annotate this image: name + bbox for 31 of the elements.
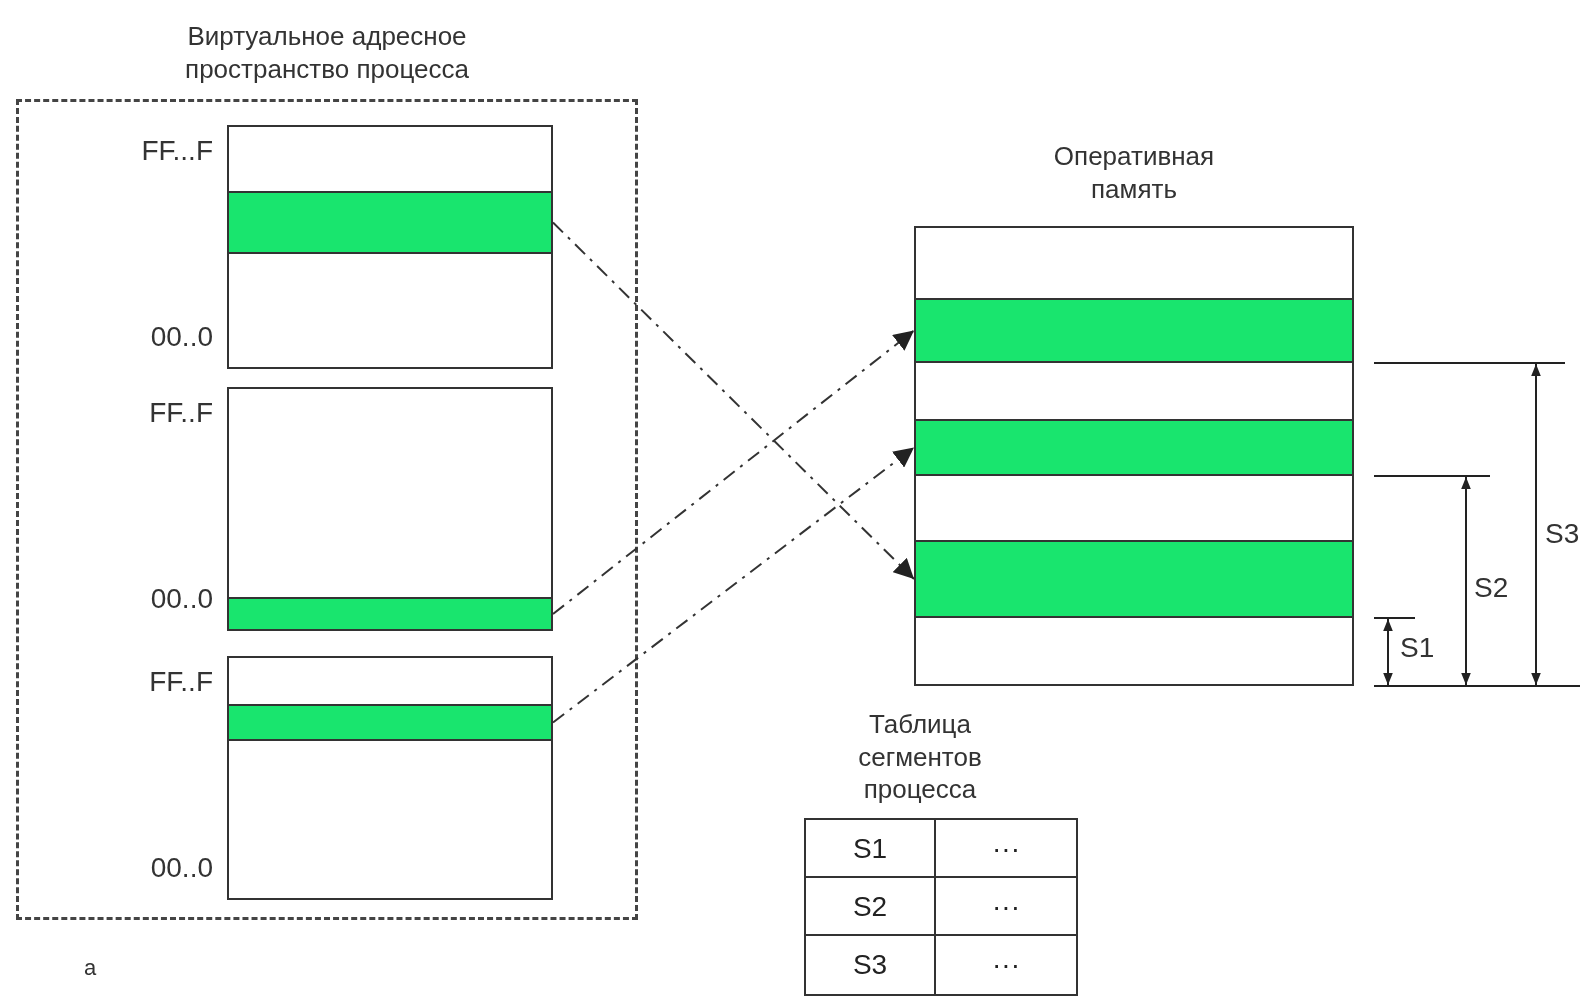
heading: Оперативная память bbox=[1052, 140, 1216, 205]
table-cell: S3 bbox=[806, 936, 936, 994]
address-label: 00..0 bbox=[149, 583, 213, 615]
table-cell: S2 bbox=[806, 878, 936, 936]
dimension-label: S2 bbox=[1474, 572, 1509, 604]
table-cell: ··· bbox=[936, 878, 1076, 936]
segment-band bbox=[914, 419, 1354, 476]
segment-band bbox=[914, 540, 1354, 618]
address-label: FF...F bbox=[140, 135, 213, 167]
dimension-label: S1 bbox=[1400, 632, 1435, 664]
address-space-box bbox=[227, 387, 553, 631]
address-label: FF..F bbox=[148, 397, 213, 429]
arrow bbox=[552, 221, 915, 580]
address-space-box bbox=[227, 656, 553, 900]
address-label: FF..F bbox=[148, 666, 213, 698]
segment-band bbox=[227, 191, 553, 254]
figure-label: а bbox=[84, 955, 97, 981]
segment-band bbox=[227, 704, 553, 741]
address-space-box bbox=[227, 125, 553, 369]
table-title: Таблица сегментов процесса bbox=[857, 708, 983, 806]
dimension-label: S3 bbox=[1545, 518, 1580, 550]
heading: Виртуальное адресное пространство процесса bbox=[184, 20, 470, 85]
arrow bbox=[552, 329, 915, 615]
address-label: 00..0 bbox=[149, 852, 213, 884]
table-cell: S1 bbox=[806, 820, 936, 878]
address-label: 00..0 bbox=[149, 321, 213, 353]
table-cell-text: ··· bbox=[991, 948, 1021, 982]
table-cell: ··· bbox=[936, 820, 1076, 878]
segment-band bbox=[227, 597, 553, 631]
segment-band bbox=[914, 298, 1354, 363]
arrow bbox=[552, 446, 915, 724]
